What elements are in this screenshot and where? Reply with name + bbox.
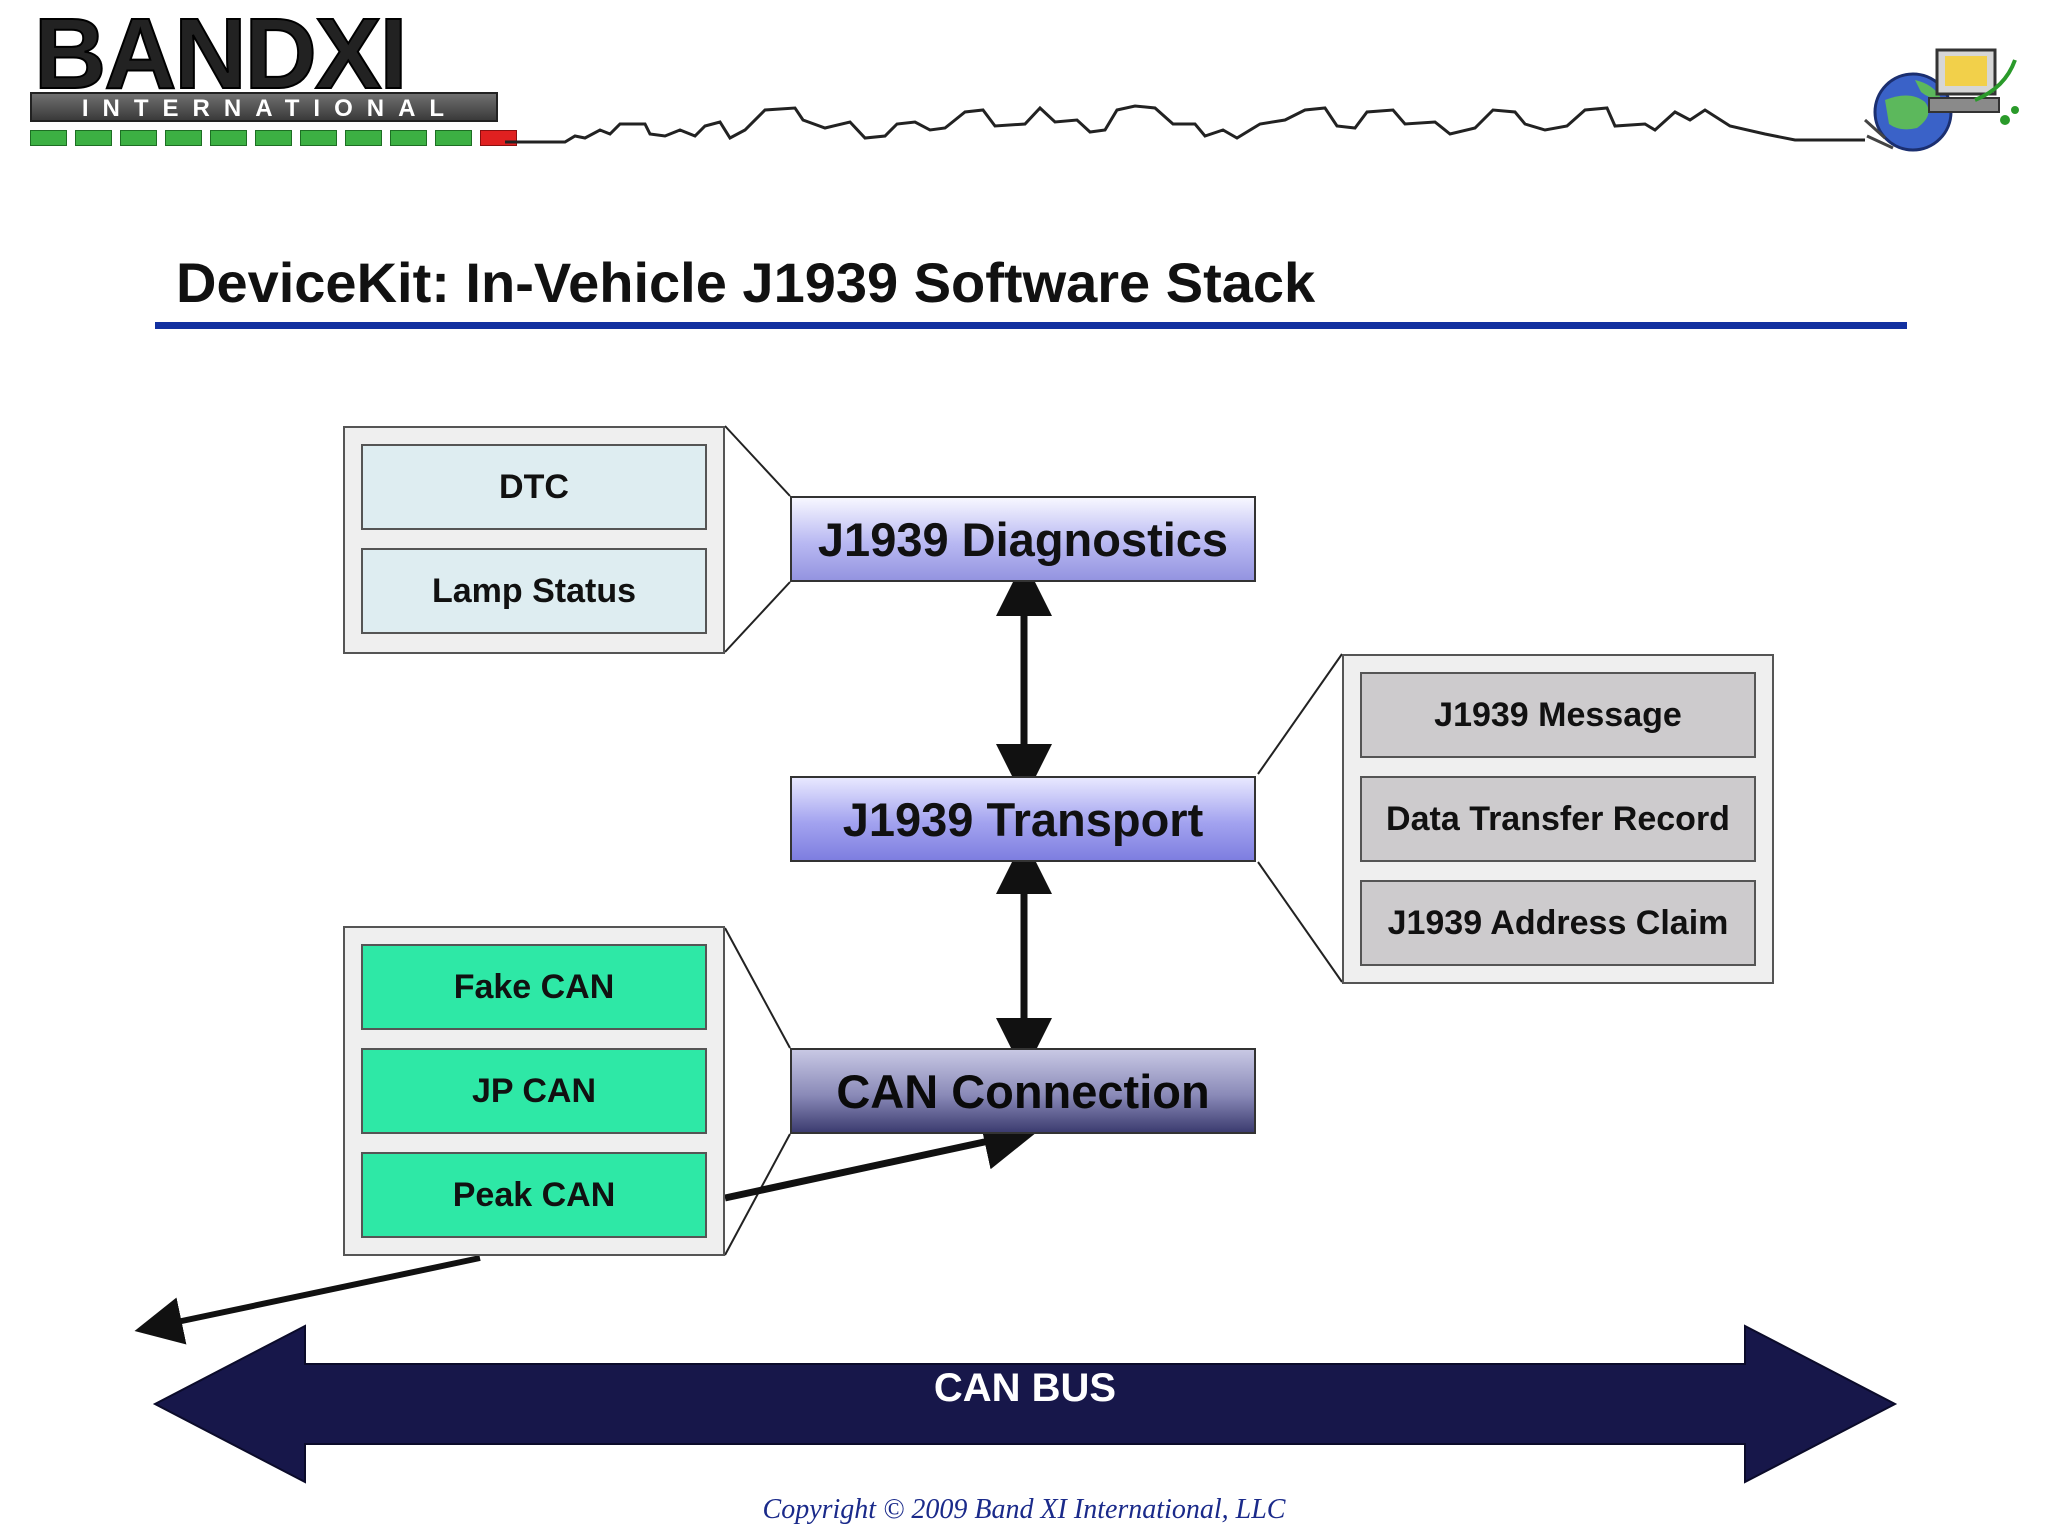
logo-wordmark: BANDXI xyxy=(33,0,408,110)
can-group-panel: Fake CAN JP CAN Peak CAN xyxy=(343,926,725,1256)
jp-can-item: JP CAN xyxy=(361,1048,707,1134)
city-skyline-graphic xyxy=(505,104,1865,144)
can-connection-box: CAN Connection xyxy=(790,1048,1256,1134)
copyright-notice: Copyright © 2009 Band XI International, … xyxy=(762,1494,1286,1525)
data-transfer-record-item: Data Transfer Record xyxy=(1360,776,1756,862)
j1939-address-claim-item: J1939 Address Claim xyxy=(1360,880,1756,966)
peak-can-item: Peak CAN xyxy=(361,1152,707,1238)
transport-group-panel: J1939 Message Data Transfer Record J1939… xyxy=(1342,654,1774,984)
lamp-status-item: Lamp Status xyxy=(361,548,707,634)
can-bus-label: CAN BUS xyxy=(933,1366,1117,1410)
globe-computer-icon xyxy=(1863,48,2019,152)
j1939-message-item: J1939 Message xyxy=(1360,672,1756,758)
title-underline xyxy=(155,322,1907,329)
j1939-diagnostics-box: J1939 Diagnostics xyxy=(790,496,1256,582)
slide-title: DeviceKit: In-Vehicle J1939 Software Sta… xyxy=(176,251,1316,314)
dtc-item: DTC xyxy=(361,444,707,530)
logo-led-strip xyxy=(30,130,517,146)
logo-subtitle: INTERNATIONAL xyxy=(30,92,498,122)
diagnostics-group-panel: DTC Lamp Status xyxy=(343,426,725,654)
j1939-transport-box: J1939 Transport xyxy=(790,776,1256,862)
fake-can-item: Fake CAN xyxy=(361,944,707,1030)
